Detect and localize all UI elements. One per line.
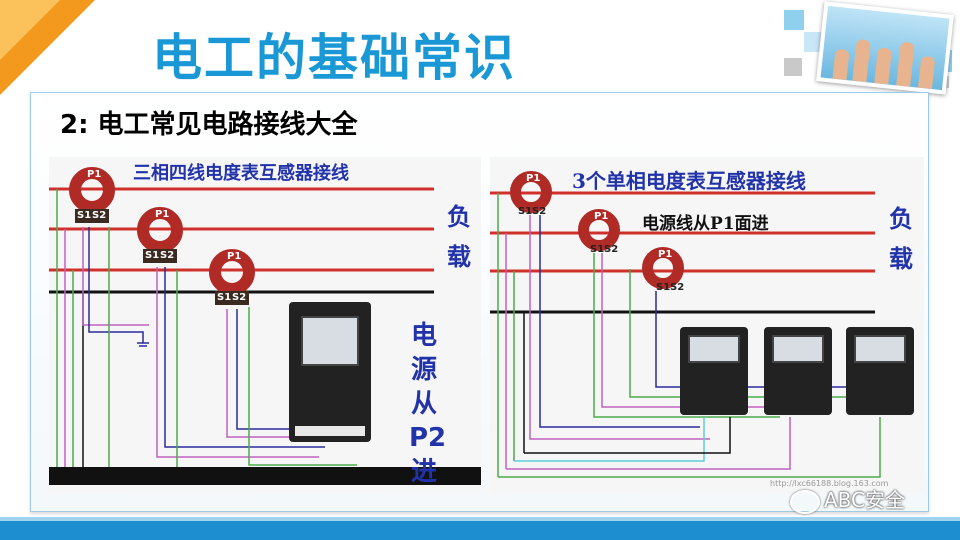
load-label-char: 载 bbox=[889, 245, 913, 273]
three-phase-meter-diagram: 三相四线电度表互感器接线 负 载 电 源 从 P2 进 P1 S1 S2 P1 … bbox=[49, 157, 481, 493]
single-phase-meter-1 bbox=[680, 327, 748, 415]
meter-terminal-block bbox=[295, 426, 365, 436]
footer-stripe-light bbox=[0, 517, 960, 521]
corner-decoration-inner bbox=[0, 0, 60, 60]
deco-square bbox=[784, 10, 804, 30]
ct-terminal-2 bbox=[143, 249, 177, 263]
ct-terminal-3 bbox=[215, 291, 249, 305]
three-phase-meter bbox=[289, 302, 371, 442]
ct-p1-label: P1 bbox=[594, 211, 609, 222]
ct-s2-label: S2 bbox=[604, 244, 619, 255]
ct-terminal-1 bbox=[75, 209, 109, 223]
deco-square bbox=[784, 58, 802, 76]
watermark: ABC安全 bbox=[790, 484, 905, 514]
watermark-text: ABC安全 bbox=[824, 488, 906, 512]
current-transformer-2 bbox=[578, 209, 620, 251]
page-title: 电工的基础常识 bbox=[152, 29, 516, 87]
ct-p1-label: P1 bbox=[526, 173, 541, 184]
current-transformer-1 bbox=[510, 171, 552, 213]
section-subtitle: 2: 电工常见电路接线大全 bbox=[60, 110, 358, 140]
ct-s1-label: S1 bbox=[77, 210, 92, 221]
ct-s1-label: S1 bbox=[145, 250, 160, 261]
load-label-char: 负 bbox=[889, 205, 913, 233]
source-label-char: 从 bbox=[410, 389, 437, 419]
feed-note: 电源线从P1面进 bbox=[642, 214, 769, 234]
ct-s2-label: S2 bbox=[92, 210, 107, 221]
meter-display bbox=[854, 335, 906, 363]
wiring-lines bbox=[490, 191, 881, 478]
meter-display bbox=[301, 316, 359, 366]
ct-s1-label: S1 bbox=[656, 282, 671, 293]
source-label-char: P2 bbox=[409, 423, 447, 453]
ct-p1-label: P1 bbox=[227, 251, 242, 262]
ct-s1-label: S1 bbox=[590, 244, 605, 255]
current-transformer-3 bbox=[642, 247, 684, 289]
diagram-caption: 3个单相电度表互感器接线 bbox=[572, 169, 806, 193]
single-phase-meter-2 bbox=[764, 327, 832, 415]
ct-p1-label: P1 bbox=[87, 169, 102, 180]
meter-display bbox=[772, 335, 824, 363]
source-label-char: 源 bbox=[410, 355, 437, 385]
single-phase-meter-3 bbox=[846, 327, 914, 415]
single-phase-meters-diagram: 3个单相电度表互感器接线 电源线从P1面进 负 载 P1 S1 S2 P1 S1… bbox=[490, 157, 924, 493]
load-label-char: 负 bbox=[447, 203, 471, 231]
footer-bar bbox=[0, 521, 960, 540]
source-label: 电 源 从 P2 进 bbox=[409, 319, 447, 489]
ct-s1-label: S1 bbox=[217, 292, 232, 303]
diagram-caption: 三相四线电度表互感器接线 bbox=[133, 163, 349, 184]
ct-p1-label: P1 bbox=[155, 209, 170, 220]
source-label-char: 进 bbox=[410, 457, 437, 487]
ct-s2-label: S2 bbox=[160, 250, 175, 261]
wechat-icon bbox=[790, 489, 820, 514]
blog-url: http://lxc66188.blog.163.com bbox=[770, 479, 889, 488]
ct-s2-label: S2 bbox=[670, 282, 685, 293]
load-label-char: 载 bbox=[447, 243, 471, 271]
load-label: 负 载 bbox=[444, 197, 474, 277]
ct-s1-label: S1 bbox=[518, 206, 533, 217]
meter-display bbox=[688, 335, 740, 363]
load-label: 负 载 bbox=[886, 199, 916, 279]
source-label-char: 电 bbox=[410, 321, 437, 351]
thumbs-up-photo bbox=[816, 1, 954, 95]
ct-s2-label: S2 bbox=[232, 292, 247, 303]
ct-p1-label: P1 bbox=[658, 249, 673, 260]
ct-s2-label: S2 bbox=[532, 206, 547, 217]
